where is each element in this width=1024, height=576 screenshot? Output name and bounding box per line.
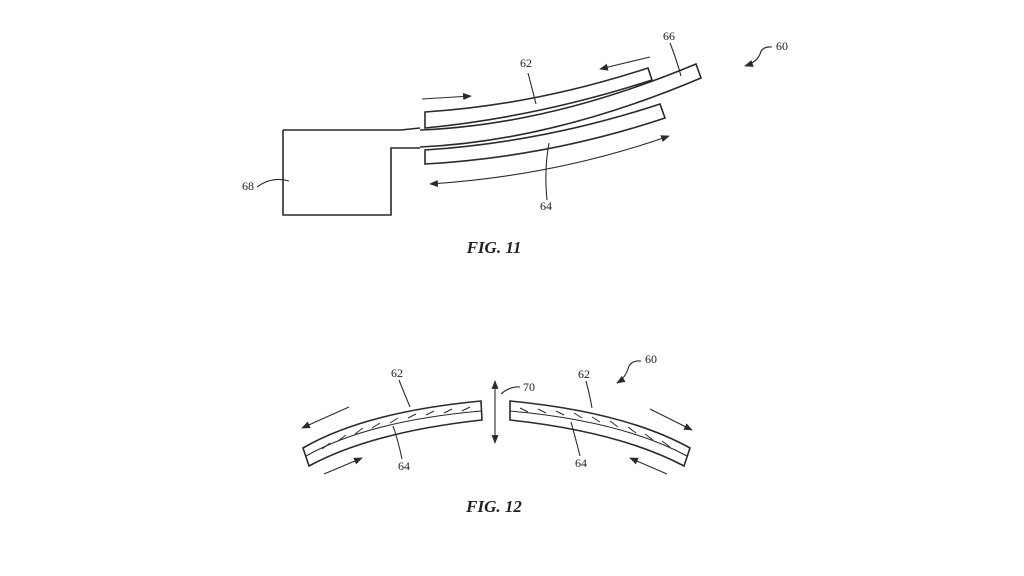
leader-60-fig12 [616,360,642,384]
leader-60 [744,46,773,67]
right-strip-hatching [519,407,671,448]
caption-fig-12: FIG. 12 [465,497,522,516]
leader-68 [256,178,290,188]
label-64: 64 [540,199,552,213]
label-62-left: 62 [391,366,403,380]
caption-fig-11: FIG. 11 [466,238,522,257]
arrow-left-top [599,56,651,71]
arrow-right-lower [629,457,668,475]
label-66: 66 [663,29,675,43]
arrow-double-bottom [429,135,670,188]
leader-64 [545,142,550,201]
arrow-left-lower [323,457,363,475]
leader-62-left [398,379,411,408]
label-70: 70 [523,380,535,394]
leader-64-right [570,421,581,457]
leader-62 [527,72,537,105]
label-60-fig12: 60 [645,352,657,366]
left-strip-hatching [321,406,471,450]
right-strip [509,400,691,468]
left-strip-divider [305,410,482,457]
leader-64-left [392,425,403,460]
label-68: 68 [242,179,254,193]
arrow-left-upper [301,406,350,429]
block-68-top-lead [283,127,421,131]
right-strip-divider [509,410,688,457]
label-62-right: 62 [578,367,590,381]
leader-62-right [585,380,593,409]
block-68 [282,130,420,216]
label-64-left: 64 [398,459,410,473]
arrow-right-upper [649,408,693,431]
arrow-right-top [421,92,472,100]
left-strip [302,400,483,468]
label-62: 62 [520,56,532,70]
figure-11: 62 66 60 64 68 FIG. 11 [242,29,788,257]
figure-12: 62 64 62 64 70 60 FIG. 12 [301,352,693,516]
upper-layer-62 [424,66,654,129]
label-60: 60 [776,39,788,53]
leader-70 [500,386,521,395]
leader-66 [669,42,682,77]
label-64-right: 64 [575,456,587,470]
